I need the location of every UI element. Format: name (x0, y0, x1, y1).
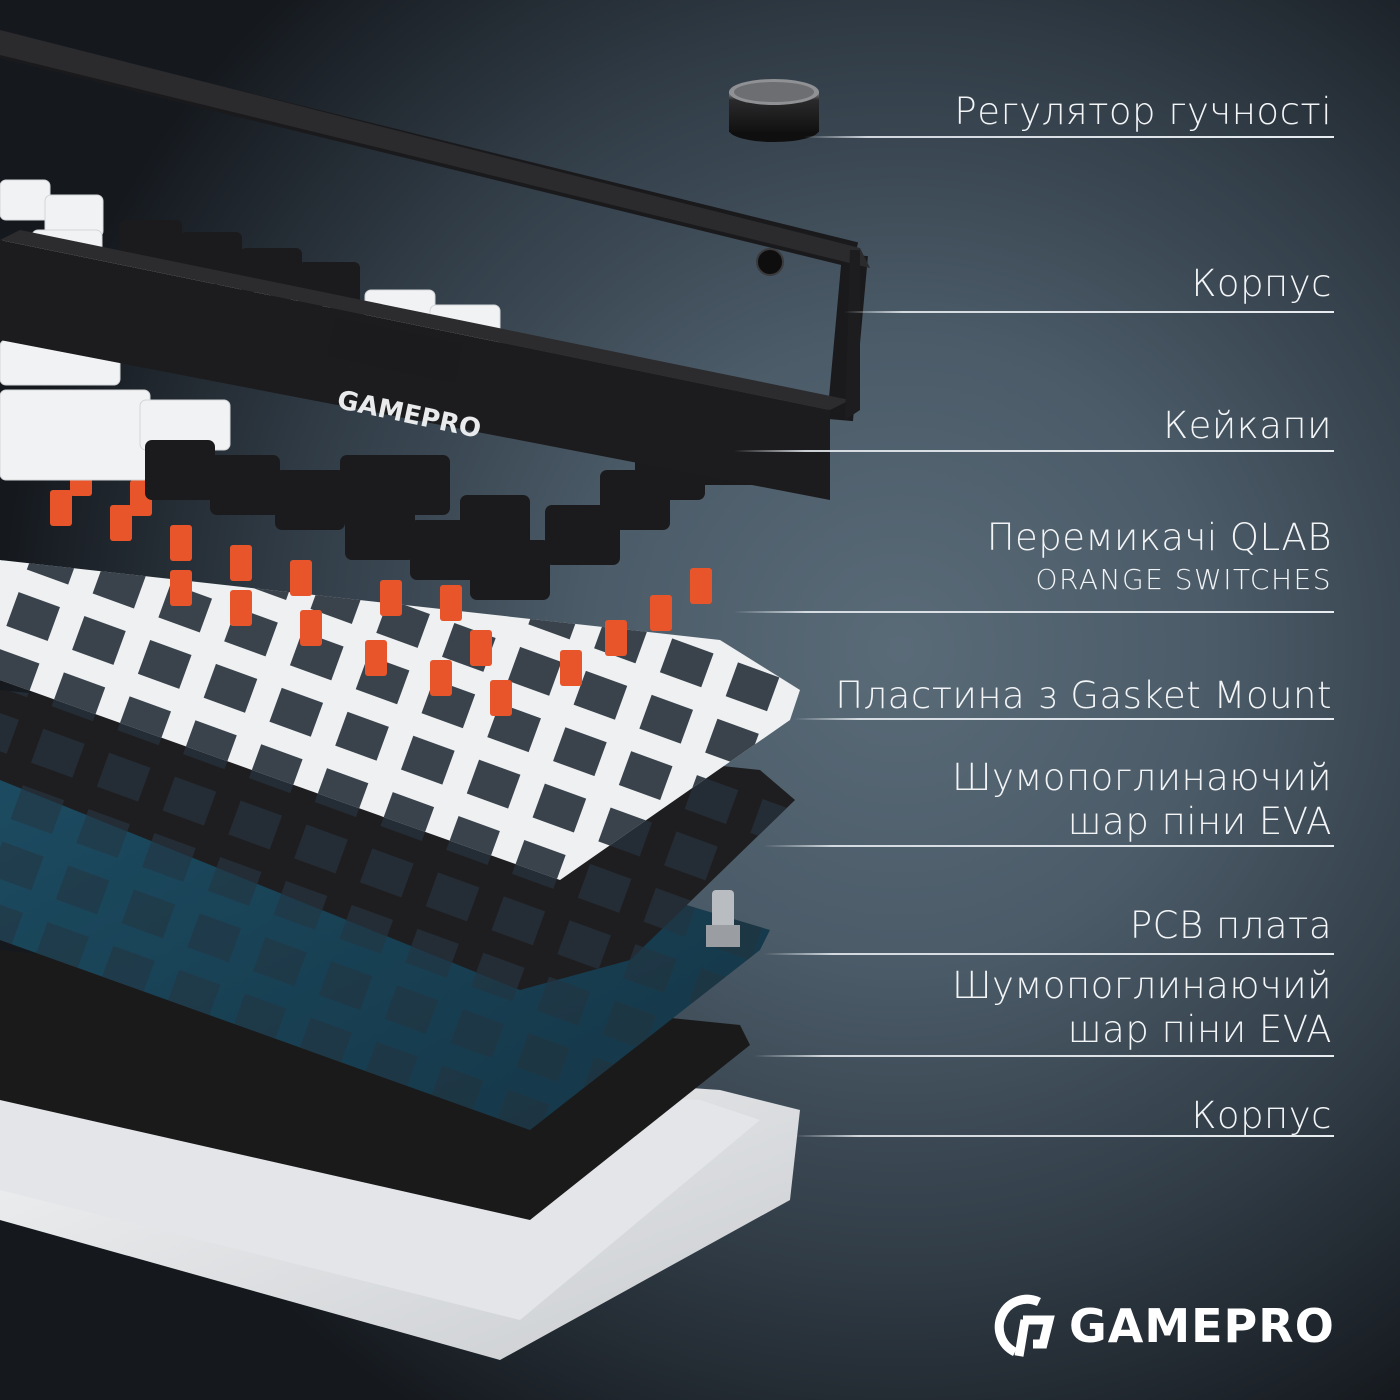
label-text: Шумопоглинаючий (951, 964, 1332, 1007)
label-switches: Перемикачі QLAB ORANGE SWITCHES (987, 516, 1332, 600)
label-text: Корпус (1191, 262, 1332, 305)
leader-line-keycaps (734, 450, 1334, 452)
leader-line-switches (734, 611, 1334, 613)
label-foam-bottom: Шумопоглинаючий шар піни EVA (952, 964, 1332, 1052)
label-text: Перемикачі QLAB (986, 516, 1332, 559)
label-text: Кейкапи (1163, 404, 1332, 447)
brand-logo: GAMEPRO (993, 1290, 1335, 1362)
label-top-case: Корпус (1192, 262, 1333, 306)
leader-line-plate (794, 718, 1334, 720)
label-keycaps: Кейкапи (1163, 404, 1332, 448)
leader-line-foam-top (764, 845, 1334, 847)
label-text: Шумопоглинаючий (951, 756, 1332, 799)
leader-line-foam-bottom (754, 1055, 1334, 1057)
leader-line-top-case (844, 311, 1334, 313)
label-text: Регулятор гучності (954, 90, 1332, 133)
label-subtext: шар піни EVA (1067, 1008, 1332, 1051)
switches-shape (10, 440, 712, 716)
label-text: Пластина з Gasket Mount (835, 674, 1332, 717)
label-text: Корпус (1191, 1094, 1332, 1137)
leader-line-volume-knob (804, 136, 1334, 138)
label-bottom-case: Корпус (1192, 1094, 1333, 1138)
brand-name: GAMEPRO (1069, 1299, 1335, 1353)
label-subtext: шар піни EVA (1067, 800, 1332, 843)
leader-line-bottom-case (794, 1135, 1334, 1137)
label-volume-knob: Регулятор гучності (954, 90, 1332, 134)
label-pcb: PCB плата (1130, 904, 1332, 948)
keycaps-black-shape (120, 220, 760, 600)
label-subtext: ORANGE SWITCHES (1035, 563, 1332, 596)
volume-knob-shape (729, 79, 819, 142)
label-text: PCB плата (1129, 904, 1332, 947)
label-plate: Пластина з Gasket Mount (835, 674, 1332, 718)
label-foam-top: Шумопоглинаючий шар піни EVA (952, 756, 1332, 844)
leader-line-pcb (764, 953, 1334, 955)
gamepro-logo-icon (994, 1294, 1055, 1357)
